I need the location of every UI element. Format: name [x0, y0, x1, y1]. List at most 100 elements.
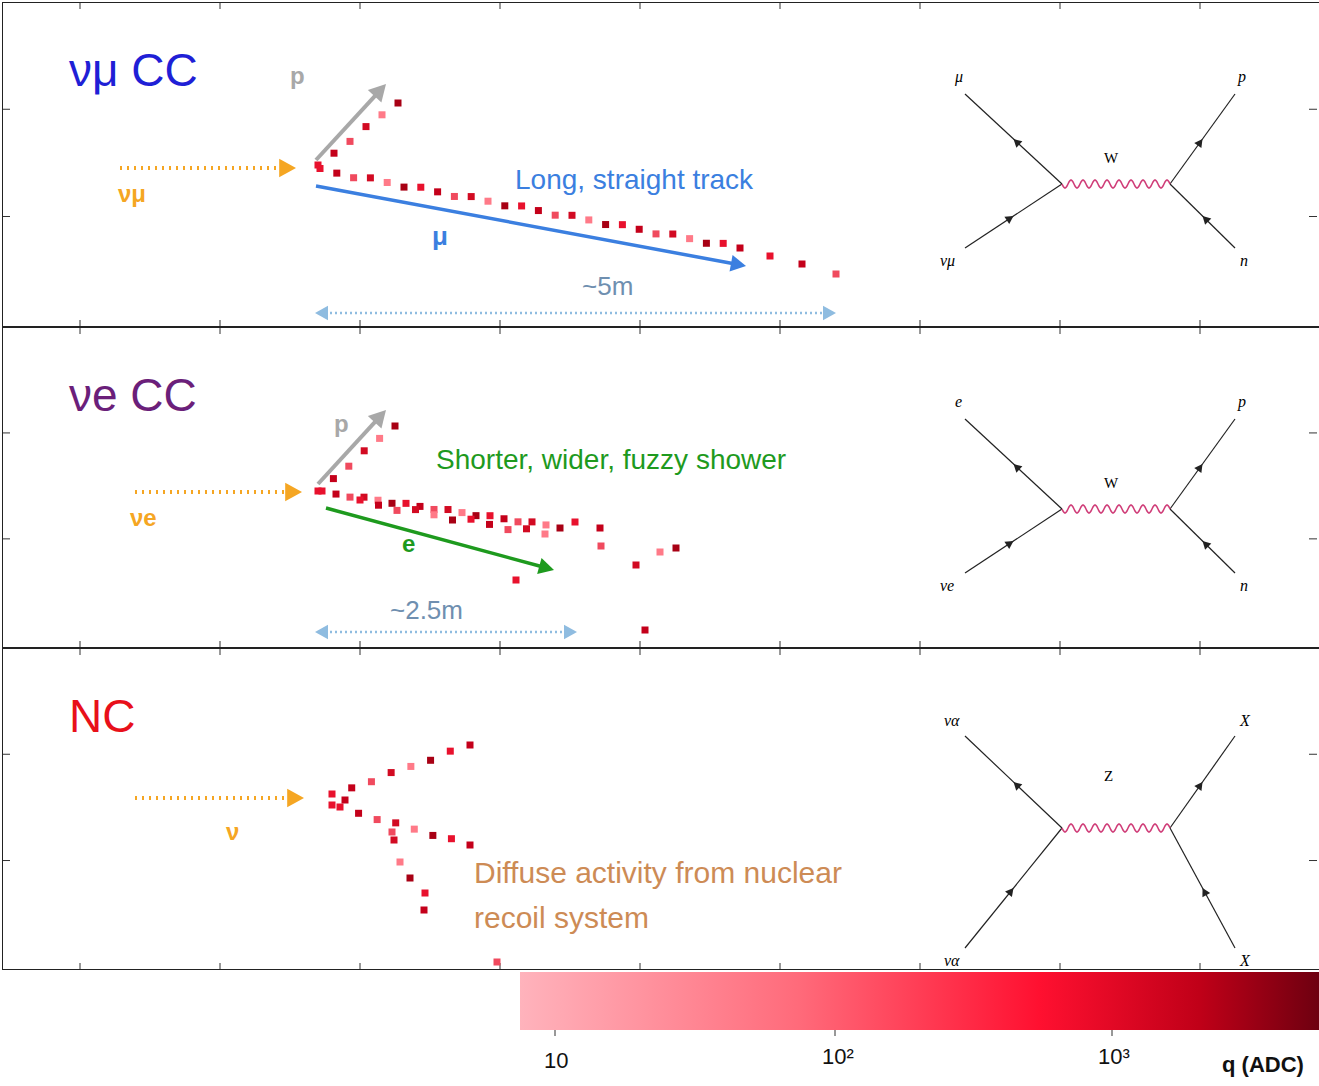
fermion-line — [965, 419, 1062, 509]
arrow-head — [1203, 541, 1212, 550]
hit — [799, 261, 806, 268]
hit — [669, 231, 676, 238]
arrow-head — [1014, 464, 1023, 473]
hit — [448, 835, 455, 842]
hit — [421, 907, 428, 914]
hit — [602, 221, 609, 228]
hit — [633, 562, 640, 569]
hit — [422, 890, 429, 897]
hit — [833, 271, 840, 278]
arrow-head — [1203, 216, 1212, 225]
colour-scale-unit: q (ADC) — [1222, 1052, 1304, 1077]
hit — [347, 138, 354, 145]
feynman-label: να — [944, 712, 960, 730]
hit — [686, 235, 693, 242]
colour-bar — [520, 972, 1319, 1030]
hit — [379, 111, 386, 118]
hit — [557, 525, 564, 532]
feynman-label: e — [955, 393, 962, 411]
hit — [333, 170, 340, 177]
hit — [459, 509, 466, 516]
hit — [535, 207, 542, 214]
interaction-title: νe CC — [69, 368, 197, 422]
hit — [449, 517, 456, 524]
arrow-head — [368, 84, 386, 103]
hit — [394, 507, 401, 514]
hit — [389, 500, 396, 507]
feynman-label: νe — [940, 577, 954, 595]
arrow-head — [1194, 139, 1202, 148]
hit — [427, 757, 434, 764]
feynman-label: X — [1240, 712, 1250, 730]
fermion-line — [965, 736, 1062, 828]
frame-ticks — [2, 327, 1317, 648]
feynman-label: να — [944, 952, 960, 970]
arrow-head — [1202, 888, 1210, 897]
neutrino-label: νe — [130, 504, 157, 532]
arrow-head — [730, 255, 746, 271]
hit — [468, 193, 475, 200]
hit — [431, 511, 438, 518]
hit — [543, 521, 550, 528]
colour-scale-value: 10³ — [1098, 1044, 1130, 1069]
hit — [429, 832, 436, 839]
hit — [357, 497, 364, 504]
arrow-head — [1005, 888, 1013, 897]
boson-wave — [1062, 505, 1170, 513]
neutrino-arrow — [120, 166, 283, 170]
dimension-line — [325, 631, 567, 634]
frame-ticks — [2, 2, 1317, 327]
fermion-line — [1170, 736, 1235, 828]
hit — [529, 518, 536, 525]
shower-note: Shorter, wider, fuzzy shower — [436, 444, 786, 476]
hit — [585, 216, 592, 223]
dimension-label: ~2.5m — [390, 596, 463, 626]
hit — [342, 797, 349, 804]
fermion-line — [1170, 94, 1235, 184]
hit — [384, 179, 391, 186]
hit — [363, 123, 370, 130]
colour-bar-tick — [835, 1030, 836, 1036]
feynman-diagram — [965, 736, 1235, 948]
hit — [451, 193, 458, 200]
hit — [572, 519, 579, 526]
arrow-head — [368, 410, 386, 429]
nc-art — [135, 789, 304, 807]
arrow-head — [823, 306, 836, 320]
hit — [597, 525, 604, 532]
hit — [552, 212, 559, 219]
hit — [348, 784, 355, 791]
arrow-head — [537, 558, 554, 574]
hit — [467, 842, 474, 849]
hit — [703, 240, 710, 247]
colour-scale-value: 10 — [544, 1048, 568, 1073]
particle-label: μ — [432, 222, 448, 252]
feynman-diagram — [965, 94, 1235, 248]
hit — [329, 791, 336, 798]
feynman-label: n — [1240, 577, 1248, 595]
hit — [407, 763, 414, 770]
fermion-line — [1170, 184, 1235, 248]
feynman-diagram — [965, 419, 1235, 573]
hit — [434, 188, 441, 195]
interaction-title: νμ CC — [69, 43, 198, 97]
arrow-head — [1004, 216, 1013, 224]
hit — [412, 506, 419, 513]
hit — [392, 819, 399, 826]
fermion-line — [965, 509, 1062, 573]
numu-cc-art — [120, 84, 836, 320]
dimension-line — [325, 312, 826, 315]
hit — [411, 826, 418, 833]
fermion-line — [1170, 509, 1235, 573]
neutrino-arrow — [135, 490, 289, 494]
fermion-line — [965, 94, 1062, 184]
feynman-label: p — [1238, 393, 1246, 411]
hit — [636, 226, 643, 233]
particle-label: p — [290, 62, 305, 90]
hit — [392, 423, 399, 430]
hit — [389, 829, 396, 836]
arrow-head — [287, 789, 304, 807]
hit — [368, 778, 375, 785]
arrow-head — [1004, 541, 1013, 549]
